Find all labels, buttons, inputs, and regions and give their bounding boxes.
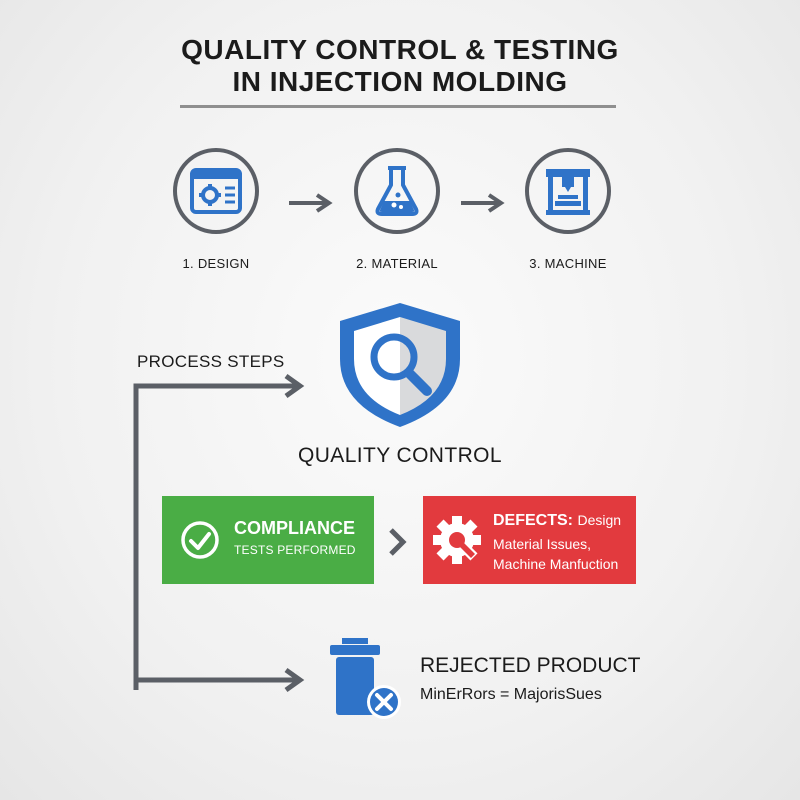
injection-machine-icon <box>546 169 590 215</box>
reject-bin-icon <box>330 638 401 719</box>
compliance-subtext: TESTS PERFORMED <box>234 543 356 557</box>
step-arrow-1 <box>289 193 333 213</box>
title-divider <box>180 105 616 108</box>
defects-line-3: Machine Manfuction <box>493 556 619 572</box>
gear-icon <box>433 516 481 564</box>
step-design-circle <box>173 148 259 234</box>
title-line-2: IN INJECTION MOLDING <box>232 66 568 97</box>
step-material-circle <box>354 148 440 234</box>
step-machine: 3. MACHINE <box>518 148 618 271</box>
quality-control-label: QUALITY CONTROL <box>298 444 502 467</box>
compliance-box: COMPLIANCE TESTS PERFORMED <box>162 496 374 584</box>
process-flow-connector <box>133 373 305 693</box>
step-arrow-2 <box>461 193 505 213</box>
title-line-1: QUALITY CONTROL & TESTING <box>181 34 619 65</box>
defects-box: DEFECTS: Design Material Issues, Machine… <box>423 496 636 584</box>
rejected-subtext: MinErRors = MajorisSues <box>420 686 602 703</box>
compliance-heading: COMPLIANCE <box>234 518 355 538</box>
design-settings-icon <box>190 168 242 214</box>
step-design-label: 1. DESIGN <box>182 256 250 271</box>
defects-line-1: DEFECTS: Design <box>493 512 621 530</box>
step-machine-circle <box>525 148 611 234</box>
defects-design: Design <box>577 512 622 528</box>
check-circle-icon <box>181 521 219 559</box>
defects-heading: DEFECTS: <box>493 512 573 529</box>
step-material-label: 2. MATERIAL <box>356 256 438 271</box>
step-design: 1. DESIGN <box>166 148 266 271</box>
shield-magnifier-icon <box>340 303 460 427</box>
rejected-heading: REJECTED PRODUCT <box>420 654 641 677</box>
step-machine-label: 3. MACHINE <box>529 256 607 271</box>
step-material: 2. MATERIAL <box>347 148 447 271</box>
defects-line-2: Material Issues, <box>493 536 592 552</box>
chevron-right-icon <box>389 528 407 556</box>
process-steps-label: PROCESS STEPS <box>137 352 285 371</box>
flask-icon <box>375 166 419 216</box>
